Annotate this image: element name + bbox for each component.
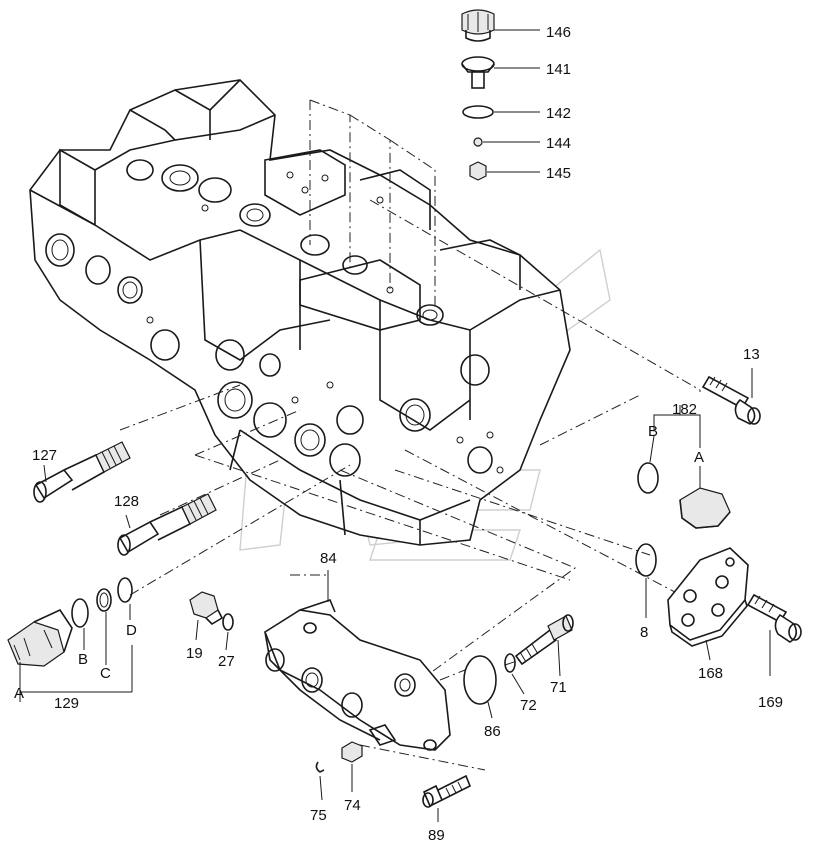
label-169: 169 [758,694,783,711]
part-182-group [637,405,731,529]
label-27: 27 [218,653,235,670]
part-146-plug [461,9,540,42]
label-19: 19 [186,645,203,662]
letter-a-left: A [14,685,24,702]
label-129: 129 [54,695,79,712]
letter-b-right: B [648,423,658,440]
part-13-bolt [701,368,761,425]
part-8-o-ring [635,543,657,618]
assembly-lines [119,99,701,771]
label-72: 72 [520,697,537,714]
label-144: 144 [546,135,571,152]
part-72-backup-ring [504,653,525,695]
letter-c-left: C [100,665,111,682]
label-127: 127 [32,447,57,464]
valve-body [29,79,571,546]
part-86-o-ring [463,655,497,719]
label-8: 8 [640,624,648,641]
label-182: 182 [672,401,697,418]
part-75-clip [315,761,325,801]
label-146: 146 [546,24,571,41]
part-74-nut [341,741,363,792]
part-168-flange [667,547,749,661]
label-13: 13 [743,346,760,363]
part-89-bolt [422,774,472,822]
label-142: 142 [546,105,571,122]
label-84: 84 [320,550,337,567]
label-74: 74 [344,797,361,814]
part-141-spring-seat [461,56,540,89]
part-144-ball [473,137,540,147]
part-129-plug-group [7,577,133,702]
part-127-spool [33,441,131,503]
letter-d-left: D [126,622,137,639]
part-142-o-ring [462,105,540,119]
part-19-plug [189,591,224,641]
part-169-bolt [746,593,802,676]
label-71: 71 [550,679,567,696]
label-128: 128 [114,493,139,510]
part-27-o-ring [222,613,234,651]
callout-labels: 146 141 142 144 145 13 182 127 128 84 19… [14,24,783,844]
label-89: 89 [428,827,445,844]
label-86: 86 [484,723,501,740]
label-168: 168 [698,665,723,682]
part-128-spool [117,493,217,556]
label-145: 145 [546,165,571,182]
part-84-housing [264,570,451,751]
label-75: 75 [310,807,327,824]
letter-b-left: B [78,651,88,668]
part-71-plunger [514,614,574,677]
label-141: 141 [546,61,571,78]
part-145-seat [469,161,540,181]
letter-a-right: A [694,449,704,466]
